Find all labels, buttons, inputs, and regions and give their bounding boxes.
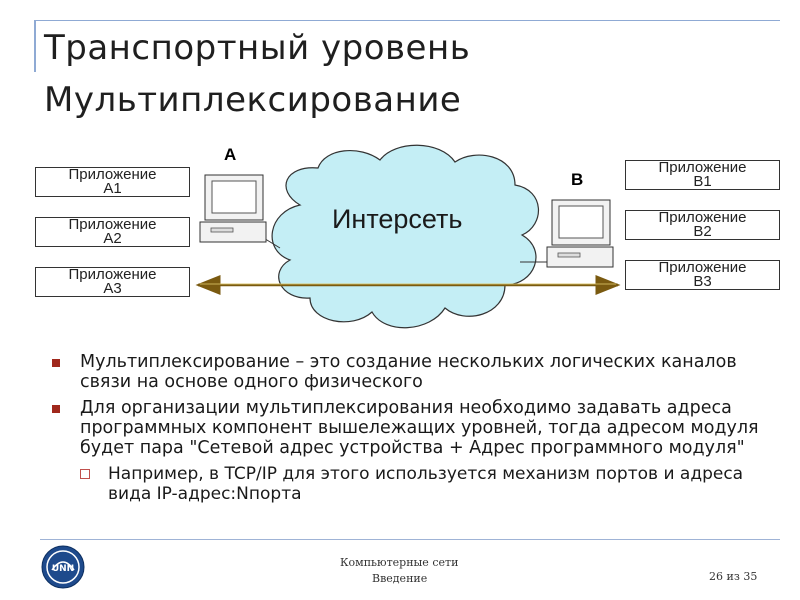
app-box-b3: Приложение B3 [625,260,780,290]
cloud-label: Интерсеть [332,204,463,234]
footer-course: Компьютерные сети [340,556,459,569]
app-box-b2-line2: B2 [693,223,712,240]
slide-title-line1: Транспортный уровень [44,28,471,68]
sub-bullet-item-1: Например, в TCP/IP для этого используетс… [50,464,780,504]
sub-bullet-text-1: Например, в TCP/IP для этого используетс… [108,464,744,504]
bullet-square-icon [52,405,60,413]
bullet-item-1: Мультиплексирование – это создание неско… [50,352,780,392]
app-box-a3-line1: Приложение [68,266,157,283]
app-box-a2-line1: Приложение [68,216,157,233]
app-box-b3-line2: B3 [693,273,712,290]
bullet-square-icon [52,359,60,367]
bullet-item-2: Для организации мультиплексирования необ… [50,398,780,458]
app-box-a2-line2: A2 [103,230,122,247]
app-box-b2-line1: Приложение [658,209,747,226]
app-box-b3-line1: Приложение [658,259,747,276]
slide-title-line2: Мультиплексирование [44,80,462,120]
app-box-a2: Приложение A2 [35,217,190,247]
computer-b-icon [546,199,614,268]
bullet-text-2: Для организации мультиплексирования необ… [80,398,759,458]
internet-cloud [271,144,539,329]
host-a-label: A [224,145,237,164]
app-box-a1: Приложение A1 [35,167,190,197]
app-box-a3: Приложение A3 [35,267,190,297]
app-box-b1: Приложение B1 [625,160,780,190]
app-box-a1-line2: A1 [103,180,122,197]
university-logo-icon: UNN [41,545,85,589]
sub-bullet-box-icon [80,469,90,479]
footer-page-number: 26 из 35 [709,570,758,583]
footer-rule [40,539,780,540]
app-box-a3-line2: A3 [103,280,122,297]
footer-section: Введение [372,572,428,585]
logo-text: UNN [52,564,74,574]
bullet-text-1: Мультиплексирование – это создание неско… [80,352,737,392]
app-box-a1-line1: Приложение [68,166,157,183]
title-top-rule [34,20,780,21]
title-left-rule [34,20,36,72]
host-b-label: B [571,170,584,189]
bullet-list: Мультиплексирование – это создание неско… [50,352,780,504]
app-box-b1-line1: Приложение [658,159,747,176]
app-box-b1-line2: B1 [693,173,712,190]
app-box-b2: Приложение B2 [625,210,780,240]
computer-a-icon [199,174,267,243]
